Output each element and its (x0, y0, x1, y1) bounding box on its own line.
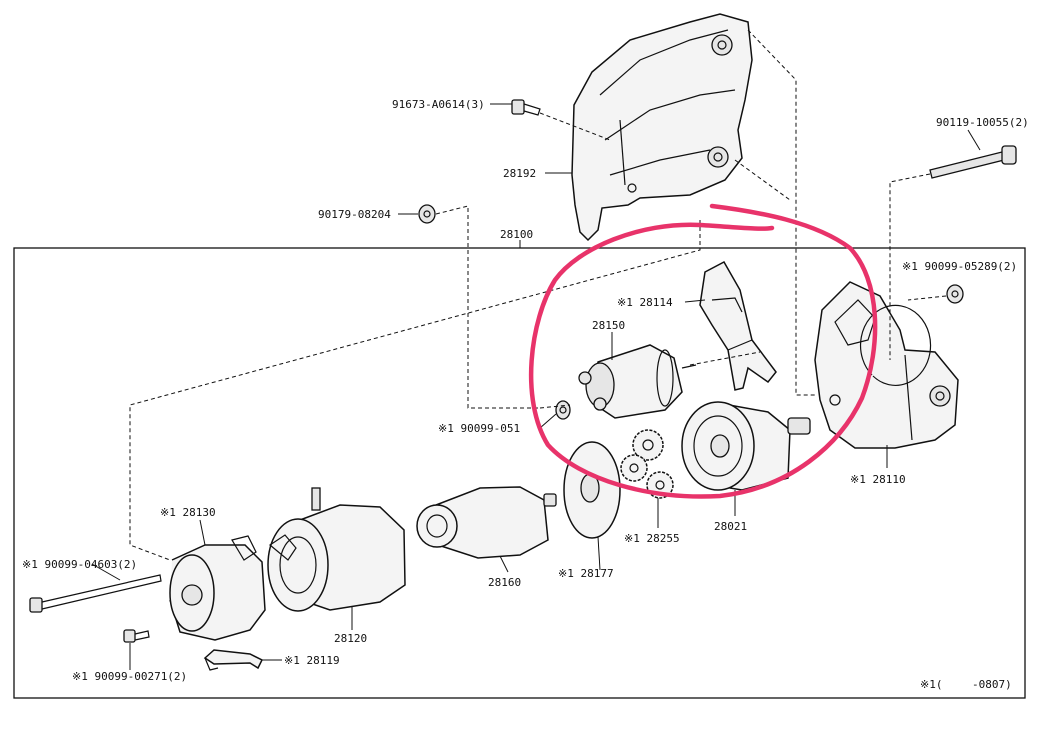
callout-28100[interactable]: 28100 (500, 228, 533, 241)
bolt-90119[interactable] (929, 145, 1017, 179)
end-frame-28130[interactable] (169, 535, 266, 641)
screw-90099-00271[interactable] (123, 629, 150, 643)
callout-28120[interactable]: 28120 (334, 632, 367, 645)
footnote-range: -0807) (972, 678, 1012, 691)
highlight-circle (528, 203, 878, 499)
heat-shield-28192[interactable] (571, 13, 753, 242)
armature-28160[interactable] (416, 486, 557, 559)
callout-90179[interactable]: 90179-08204 (318, 208, 391, 221)
callout-28130[interactable]: ※1 28130 (160, 506, 216, 519)
nut-90099-05289[interactable] (946, 284, 964, 304)
nut-90099-051[interactable] (555, 400, 571, 420)
callout-90119[interactable]: 90119-10055(2) (936, 116, 1029, 129)
callout-28021[interactable]: 28021 (714, 520, 747, 533)
through-bolt-90099-04603[interactable] (29, 574, 162, 613)
callout-28160[interactable]: 28160 (488, 576, 521, 589)
callout-labels: 91673-A0614(3) 28192 90179-08204 28100 9… (22, 98, 1029, 691)
callout-28119[interactable]: ※1 28119 (284, 654, 340, 667)
callout-90099-05289[interactable]: ※1 90099-05289(2) (902, 260, 1017, 273)
callout-90099-00271[interactable]: ※1 90099-00271(2) (72, 670, 187, 683)
clutch-assembly-28021[interactable] (681, 401, 811, 491)
planetary-gears-28255[interactable] (620, 429, 674, 499)
leader-lines (91, 103, 981, 670)
callout-91673[interactable]: 91673-A0614(3) (392, 98, 485, 111)
callout-28177[interactable]: ※1 28177 (558, 567, 614, 580)
callout-28192[interactable]: 28192 (503, 167, 536, 180)
drive-lever-28114[interactable] (699, 260, 777, 391)
assembly-dashed-lines (129, 29, 947, 561)
flange-bolt-91673[interactable] (511, 99, 541, 116)
yoke-28120[interactable] (267, 487, 406, 612)
callout-90099-04603[interactable]: ※1 90099-04603(2) (22, 558, 137, 571)
callout-28114[interactable]: ※1 28114 (617, 296, 673, 309)
callout-28150[interactable]: 28150 (592, 319, 625, 332)
callout-90099-051[interactable]: ※1 90099-051 (438, 422, 520, 435)
nut-90179[interactable] (418, 204, 436, 224)
starter-housing-28110[interactable] (814, 281, 959, 449)
footnote-mark: ※1( (920, 678, 942, 691)
solenoid-28150[interactable] (578, 344, 697, 419)
plate-28177[interactable] (563, 441, 621, 539)
callout-28110[interactable]: ※1 28110 (850, 473, 906, 486)
callout-28255[interactable]: ※1 28255 (624, 532, 680, 545)
grommet-28119[interactable] (203, 649, 264, 671)
